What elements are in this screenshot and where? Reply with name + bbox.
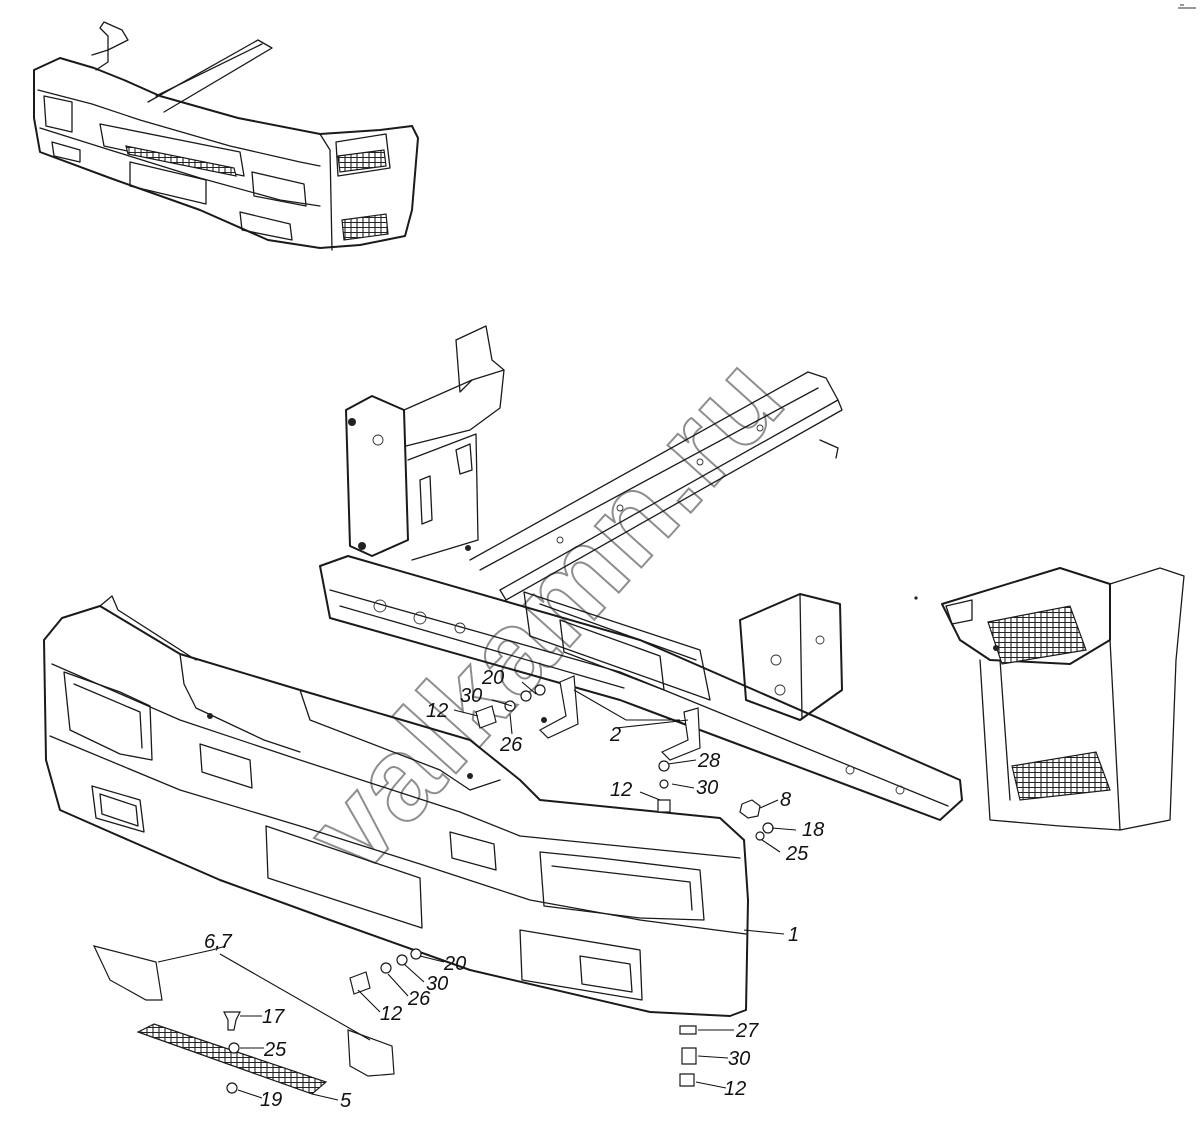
callout-30: 30 [696,777,718,799]
callout-25: 25 [263,1039,287,1061]
corner-mark [1178,4,1196,9]
watermark-text: valkamn.ru [281,331,809,897]
callout-12: 12 [724,1078,746,1100]
right-entry-step [941,567,1185,831]
bracket-part-2-right [660,707,701,761]
callout-5: 5 [340,1090,352,1112]
stray-dot [914,596,918,600]
callout-6-7: 6,7 [204,931,233,953]
callout-2: 2 [609,724,621,746]
screw-part-17 [223,1011,241,1031]
callout-26: 26 [499,734,523,756]
corner-cap-right-part-7 [347,1029,395,1077]
left-cab-bracket [345,325,505,561]
callout-8: 8 [780,789,791,811]
fastener-stack-mid [657,760,671,813]
callout-17: 17 [262,1006,285,1028]
frame-crossbeam [319,371,963,821]
assembled-bumper-view [33,21,419,251]
center-bracket [523,591,711,701]
callout-12: 12 [610,779,632,801]
callout-18: 18 [802,819,824,841]
callout-25: 25 [785,843,809,865]
callout-19: 19 [260,1089,282,1111]
callout-30: 30 [460,685,482,707]
callout-12: 12 [380,1003,402,1025]
callout-1: 1 [788,924,799,946]
fastener-stack-lower [349,948,422,995]
callout-20: 20 [443,953,466,975]
callouts: 1 2 5 6,7 8 12 12 12 12 17 18 19 20 20 2… [204,667,824,1112]
callout-30: 30 [426,973,448,995]
corner-cap-left-part-6 [92,945,163,1001]
callout-28: 28 [697,750,720,772]
fastener-stack-bottom [679,1025,697,1087]
washer-part-25 [228,1042,240,1054]
fastener-stack-right [739,799,774,841]
bracket-part-2-left [539,675,579,739]
callout-30: 30 [728,1048,750,1070]
fastener-stack-upper [475,684,546,729]
mesh-grille-part-5 [136,1023,328,1095]
nut-part-19 [226,1082,238,1094]
callout-26: 26 [407,988,431,1010]
leader-lines [157,681,797,1101]
callout-12: 12 [426,700,448,722]
callout-20: 20 [481,667,504,689]
main-bumper-part-1 [43,595,749,1017]
right-frame-bracket [739,593,843,721]
callout-27: 27 [735,1020,759,1042]
